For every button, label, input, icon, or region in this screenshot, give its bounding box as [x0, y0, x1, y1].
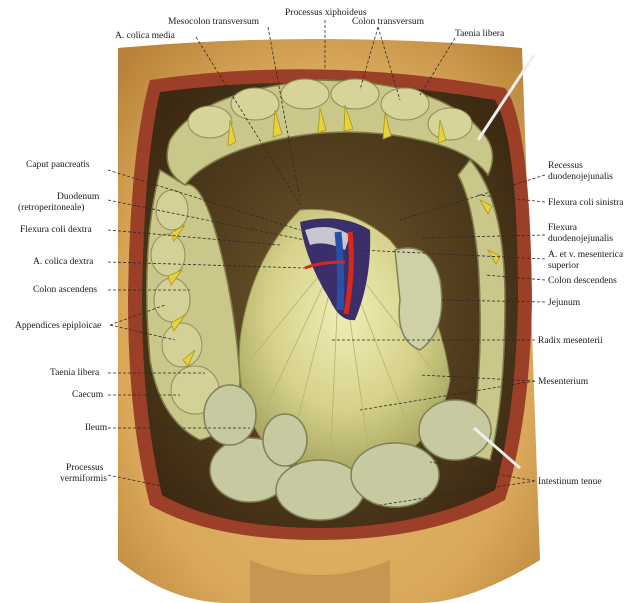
label-processus-xiphoideus: Processus xiphoideus	[285, 8, 367, 18]
label-caecum: Caecum	[72, 390, 104, 400]
jejunum-loop	[394, 247, 443, 351]
probe-upper	[476, 54, 536, 141]
label-mesocolon-transversum: Mesocolon transversum	[168, 17, 260, 27]
label-a-colica-media: A. colica media	[115, 31, 176, 41]
label-duodenum: Duodenum	[57, 192, 100, 202]
label-jejunum: Jejunum	[548, 298, 581, 308]
transverse-haustra	[187, 78, 473, 141]
label-a-colica-dextra: A. colica dextra	[33, 257, 94, 267]
label-intestinum-tenue: Intestinum tenue	[538, 477, 602, 487]
label-flexura-coli-sinistra: Flexura coli sinistra	[548, 198, 624, 208]
label-taenia-libera-top: Taenia libera	[455, 29, 505, 39]
label-recessus-2: duodenojejunalis	[548, 172, 613, 182]
label-colon-descendens: Colon descendens	[548, 276, 617, 286]
arteria-mesenterica-superior	[343, 231, 354, 315]
probe-lower	[473, 426, 521, 470]
label-processus-vermiformis-1: Processus	[66, 463, 104, 473]
leader-lines	[107, 20, 546, 506]
vena-mesenterica-superior	[334, 231, 345, 311]
label-taenia-libera-left: Taenia libera	[50, 368, 100, 378]
label-processus-vermiformis-2: vermiformis	[60, 473, 107, 484]
label-ileum: Ileum	[85, 423, 108, 433]
colon-descendens	[457, 158, 506, 461]
thigh-shadow	[250, 560, 390, 603]
label-appendices-epiploicae: Appendices epiploicae	[15, 321, 101, 331]
label-flexura-duodenojejunalis-2: duodenojejunalis	[548, 234, 613, 244]
label-radix-mesenterii: Radix mesenterii	[538, 336, 603, 346]
label-colon-ascendens: Colon ascendens	[33, 285, 97, 295]
label-flexura-duodenojejunalis-1: Flexura	[548, 223, 578, 233]
label-mesenterium: Mesenterium	[538, 377, 589, 387]
labels: Mesocolon transversum Processus xiphoide…	[15, 8, 624, 487]
appendices-epiploicae	[167, 104, 501, 367]
label-a-v-mesenterica-2: superior	[548, 261, 580, 271]
label-a-v-mesenterica-1: A. et v. mesenterica	[548, 250, 624, 260]
a-colica-dextra-vessel	[304, 260, 346, 270]
label-caput-pancreatis: Caput pancreatis	[26, 160, 90, 170]
intestinum-tenue	[203, 384, 492, 521]
label-flexura-coli-dextra: Flexura coli dextra	[20, 225, 93, 235]
label-recessus-1: Recessus	[548, 161, 583, 171]
label-colon-transversum: Colon transversum	[352, 17, 425, 27]
label-duodenum-sub: (retroperitoneale)	[18, 202, 84, 213]
